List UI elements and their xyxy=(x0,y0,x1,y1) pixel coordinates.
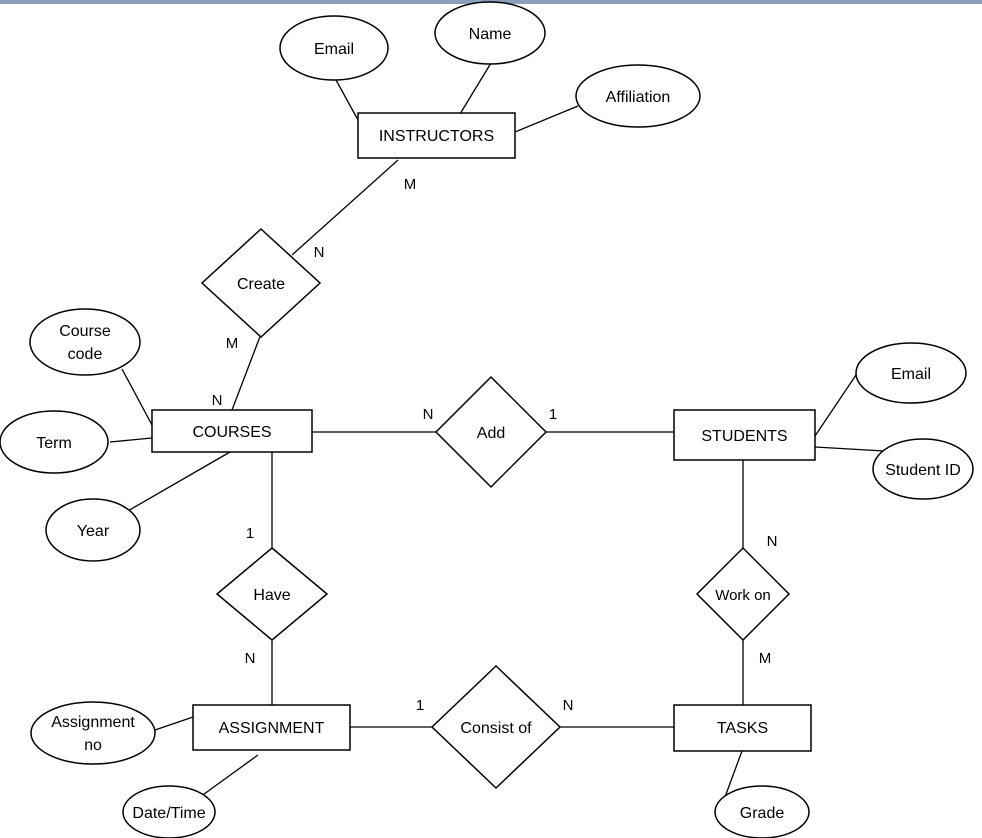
connector-lines xyxy=(109,62,885,798)
relationship-create-label: Create xyxy=(237,276,285,293)
attribute-task-grade-label: Grade xyxy=(740,805,785,822)
relationship-add-label: Add xyxy=(477,425,505,442)
edge-instructors-create xyxy=(291,159,399,256)
edge-instructors-name xyxy=(459,62,492,115)
cardinality-courses-add: N xyxy=(423,406,434,423)
relationship-consist-of-label: Consist of xyxy=(460,720,532,737)
entity-tasks-label: TASKS xyxy=(717,720,768,737)
entity-courses[interactable]: COURSES xyxy=(151,409,313,453)
relationship-consist-of[interactable]: Consist of xyxy=(430,664,562,790)
attribute-course-year[interactable]: Year xyxy=(45,498,141,562)
entity-instructors[interactable]: INSTRUCTORS xyxy=(357,112,516,159)
cardinality-create-instructors: N xyxy=(314,244,325,261)
edge-students-email xyxy=(814,371,859,437)
attribute-task-grade[interactable]: Grade xyxy=(714,785,810,838)
edge-assignment-assignmentno xyxy=(154,716,194,731)
cardinality-labels: M N M N N 1 1 N N M 1 N xyxy=(212,176,778,714)
entity-courses-label: COURSES xyxy=(192,424,271,441)
cardinality-instructors-create: M xyxy=(404,176,417,193)
attribute-instructor-affiliation[interactable]: Affiliation xyxy=(575,64,701,128)
edge-courses-year xyxy=(125,451,231,513)
entity-assignment-label: ASSIGNMENT xyxy=(219,720,325,737)
edge-create-courses xyxy=(231,333,262,411)
edge-assignment-datetime xyxy=(199,754,259,798)
entity-tasks[interactable]: TASKS xyxy=(673,704,812,752)
attribute-instructor-email[interactable]: Email xyxy=(279,15,389,81)
cardinality-workon-tasks: M xyxy=(759,650,772,667)
relationship-add[interactable]: Add xyxy=(434,375,548,489)
entity-students[interactable]: STUDENTS xyxy=(673,409,816,461)
attribute-student-id[interactable]: Student ID xyxy=(872,438,974,500)
relationship-have[interactable]: Have xyxy=(215,547,329,641)
attribute-student-email-label: Email xyxy=(891,366,931,383)
edge-courses-term xyxy=(109,437,153,443)
attribute-course-code-label-line2: code xyxy=(68,346,103,363)
attribute-course-code[interactable]: Course code xyxy=(29,308,141,376)
attribute-course-term[interactable]: Term xyxy=(0,410,109,474)
attribute-instructor-name[interactable]: Name xyxy=(434,1,546,65)
relationship-have-label: Have xyxy=(253,587,290,604)
attribute-instructor-email-label: Email xyxy=(314,41,354,58)
relationship-create[interactable]: Create xyxy=(200,227,322,339)
edge-instructors-email xyxy=(335,79,359,121)
cardinality-courses-create: N xyxy=(212,392,223,409)
entity-students-label: STUDENTS xyxy=(701,428,787,445)
edge-courses-coursecode xyxy=(121,368,153,426)
cardinality-have-assignment: N xyxy=(245,650,256,667)
attribute-assignment-no-label-line1: Assignment xyxy=(51,714,135,731)
cardinality-students-workon: N xyxy=(767,533,778,550)
cardinality-courses-have: 1 xyxy=(246,525,254,542)
attribute-assignment-datetime[interactable]: Date/Time xyxy=(122,785,216,838)
attribute-assignment-no[interactable]: Assignment no xyxy=(30,701,156,765)
cardinality-add-students: 1 xyxy=(549,406,557,423)
attribute-student-email[interactable]: Email xyxy=(855,342,967,404)
edge-students-studentid xyxy=(814,446,885,452)
entity-instructors-label: INSTRUCTORS xyxy=(379,128,494,145)
entity-assignment[interactable]: ASSIGNMENT xyxy=(192,704,351,751)
relationship-work-on-label: Work on xyxy=(715,587,771,604)
cardinality-assignment-consist: 1 xyxy=(416,697,424,714)
attribute-instructor-affiliation-label: Affiliation xyxy=(606,89,671,106)
relationship-work-on[interactable]: Work on xyxy=(695,546,791,642)
attribute-assignment-datetime-label: Date/Time xyxy=(132,805,205,822)
attribute-instructor-name-label: Name xyxy=(469,26,512,43)
attribute-assignment-no-label-line2: no xyxy=(84,737,102,754)
attribute-course-year-label: Year xyxy=(77,523,110,540)
cardinality-create-courses: M xyxy=(226,335,239,352)
edge-tasks-grade xyxy=(724,750,743,798)
attribute-course-term-label: Term xyxy=(36,435,72,452)
attribute-course-code-label-line1: Course xyxy=(59,323,111,340)
edge-instructors-affiliation xyxy=(514,105,579,133)
cardinality-consist-tasks: N xyxy=(563,697,574,714)
attribute-student-id-label: Student ID xyxy=(885,462,961,479)
